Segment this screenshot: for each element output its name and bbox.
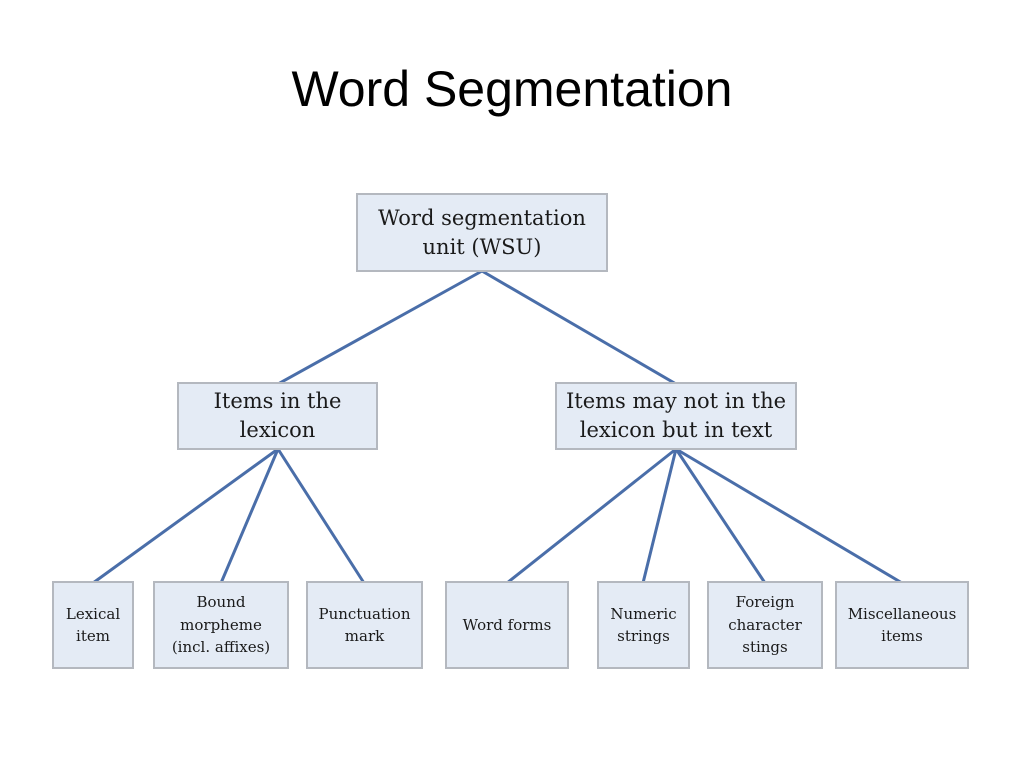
node-miscellaneous-items: Miscellaneous items [835,581,969,669]
node-word-forms: Word forms [445,581,569,669]
edge-text-to-foreign [674,447,767,585]
node-root: Word segmentation unit (WSU) [356,193,608,272]
edge-text-to-numeric [641,447,678,585]
slide-title: Word Segmentation [291,61,733,117]
node-lexical-item: Lexical item [52,581,134,669]
node-foreign-character-strings: Foreign character stings [707,581,823,669]
edge-text-to-misc [674,447,904,585]
node-punctuation-mark: Punctuation mark [306,581,423,669]
node-bound-morpheme: Bound morpheme (incl. affixes) [153,581,289,669]
node-items-in-lexicon: Items in the lexicon [177,382,378,450]
edge-lexicon-to-bound-morpheme [219,447,280,585]
edge-text-to-word-forms [505,447,678,585]
edge-lexicon-to-lexical-item [91,447,280,585]
edge-root-to-text [480,269,678,386]
edge-lexicon-to-punctuation [276,447,366,585]
edge-root-to-lexicon [276,269,484,386]
node-items-not-in-lexicon: Items may not in the lexicon but in text [555,382,797,450]
node-numeric-strings: Numeric strings [597,581,690,669]
